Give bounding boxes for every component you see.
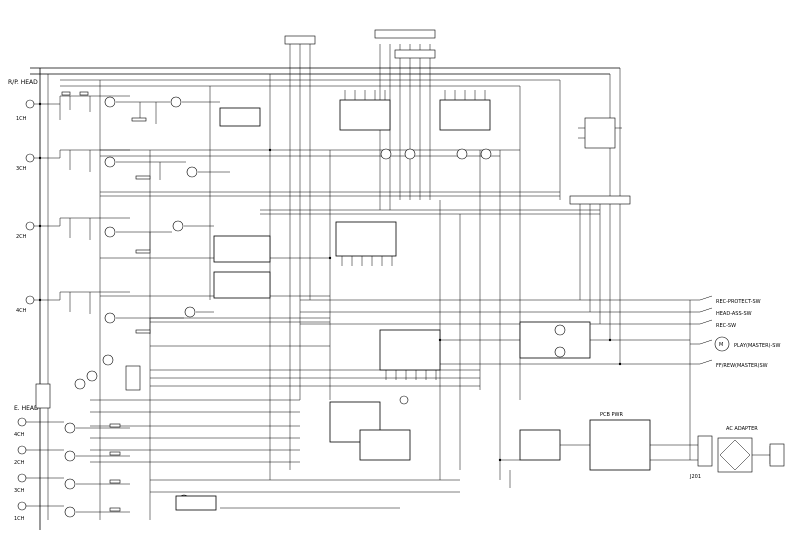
e-ch-1: 1CH: [14, 501, 27, 522]
rp-head-label: R/P. HEAD: [8, 79, 38, 86]
rp-head-section: R/P. HEAD 1CH 3CH 2CH 4CH: [8, 79, 38, 314]
switch-section: REC-PROTECT-SW HEAD-ASS-SW REC-SW M PLAY…: [519, 295, 780, 369]
e-ch-4: 4CH: [14, 417, 27, 438]
bus-wires: [30, 44, 691, 530]
svg-text:M: M: [719, 342, 723, 348]
rp-ch-4: 4CH: [16, 295, 35, 314]
svg-text:1CH: 1CH: [16, 116, 27, 122]
junction-dots: [38, 102, 622, 462]
preamp-stages: [26, 91, 271, 518]
e-ch-2: 2CH: [14, 445, 27, 466]
pcb-pwr-label: PCB PWR: [600, 412, 623, 418]
ff-rew-master-sw-label: FF/REW(MASTER)SW: [716, 363, 768, 369]
svg-text:4CH: 4CH: [14, 432, 25, 438]
central-ics: [329, 90, 492, 461]
e-head-section: E. HEAD 4CH 2CH 3CH 1CH: [14, 405, 39, 522]
rp-ch-1: 1CH: [16, 99, 35, 122]
rec-sw-label: REC-SW: [716, 323, 736, 329]
e-head-label: E. HEAD: [14, 405, 39, 412]
svg-text:1CH: 1CH: [14, 516, 25, 522]
power-section: PCB PWR J201 AC ADAPTER: [500, 412, 785, 488]
motor-symbol: [714, 336, 730, 352]
head-ass-sw-label: HEAD-ASS-SW: [716, 311, 752, 317]
svg-text:2CH: 2CH: [14, 460, 25, 466]
svg-text:2CH: 2CH: [16, 234, 27, 240]
e-ch-3: 3CH: [14, 473, 27, 494]
svg-text:3CH: 3CH: [16, 166, 27, 172]
jack-label: J201: [689, 474, 701, 480]
rp-ch-2: 2CH: [16, 221, 35, 240]
svg-text:3CH: 3CH: [14, 488, 25, 494]
rp-ch-3: 3CH: [16, 153, 35, 172]
play-master-sw-label: PLAY(MASTER)-SW: [734, 343, 780, 349]
svg-text:4CH: 4CH: [16, 308, 27, 314]
adapter-label: AC ADAPTER: [726, 426, 758, 432]
rec-protect-sw-label: REC-PROTECT-SW: [716, 299, 761, 305]
top-connectors: [284, 29, 631, 205]
